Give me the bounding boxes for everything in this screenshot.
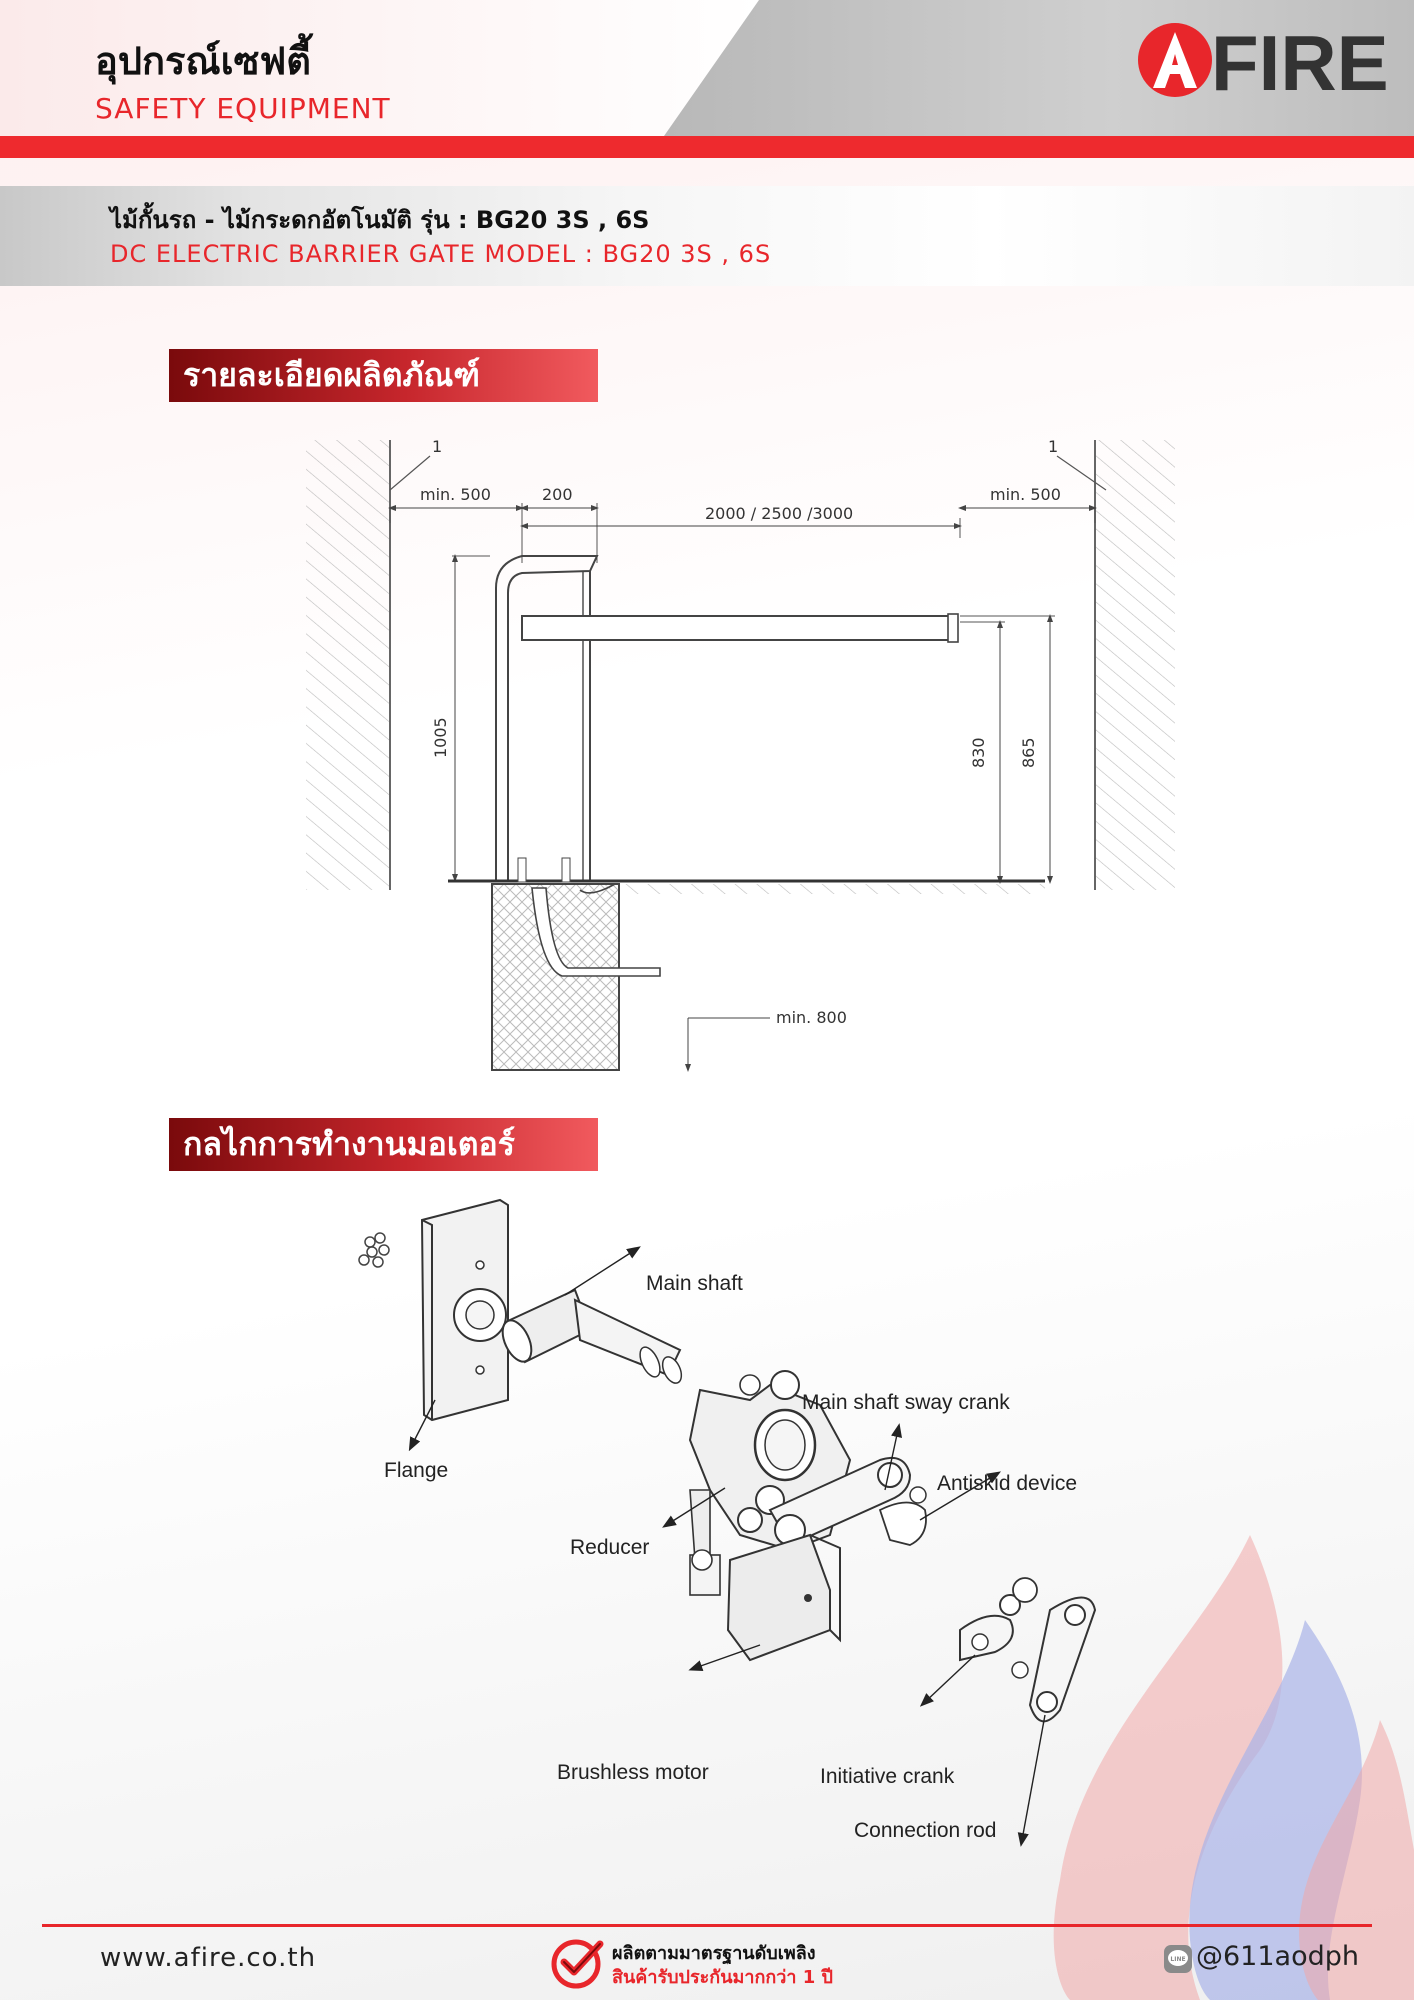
header-left-panel (0, 0, 760, 136)
label-connection-rod: Connection rod (854, 1819, 996, 1842)
label-antiskid: Antiskid device (937, 1472, 1077, 1495)
footer-divider (42, 1924, 1372, 1927)
header-red-bar (0, 136, 1414, 158)
section-tag-mechanism: กลไกการทำงานมอเตอร์ (169, 1118, 598, 1171)
section-tag-details: รายละเอียดผลิตภัณฑ์ (169, 349, 598, 402)
label-flange: Flange (384, 1459, 448, 1482)
check-badge-icon (551, 1939, 604, 1989)
dim-min-right: min. 500 (990, 485, 1061, 504)
dimension-drawing: 1 1 min. 500 200 2000 / 2500 /3000 min. … (306, 437, 1175, 1072)
model-title-english: DC ELECTRIC BARRIER GATE MODEL : BG20 3S… (110, 240, 772, 268)
line-icon-text: LINE (1170, 1956, 1185, 1963)
label-sway-crank: Main shaft sway crank (802, 1391, 1010, 1414)
dim-min-left: min. 500 (420, 485, 491, 504)
footer-standard-line1: ผลิตตามมาตรฐานดับเพลิง (612, 1943, 816, 1964)
label-reducer: Reducer (570, 1536, 649, 1559)
dim-cabinet-width: 200 (542, 485, 573, 504)
line-app-icon: LINE (1164, 1945, 1192, 1973)
dim-foundation: min. 800 (776, 1008, 847, 1027)
dim-cabinet-height: 1005 (431, 717, 450, 758)
dim-top-height: 865 (1019, 737, 1038, 768)
label-motor: Brushless motor (557, 1761, 709, 1784)
header (0, 0, 1414, 136)
dim-boom-height: 830 (969, 737, 988, 768)
page-title-english: SAFETY EQUIPMENT (95, 92, 391, 125)
model-title-thai: ไม้กั้นรถ - ไม้กระดกอัตโนมัติ รุ่น : BG2… (110, 206, 650, 234)
footer-standard-line2: สินค้ารับประกันมากกว่า 1 ปี (612, 1967, 833, 1988)
label-main-shaft: Main shaft (646, 1272, 743, 1295)
afire-logo: FIRE (1138, 20, 1389, 100)
wall-label-left: 1 (432, 437, 442, 456)
footer-line-id[interactable]: @611aodph (1196, 1941, 1359, 1972)
mechanism-drawing: Main shaft Flange Main shaft sway crank … (358, 1198, 1097, 1847)
logo-text: FIRE (1211, 20, 1389, 100)
model-band (0, 186, 1414, 286)
label-initiative-crank: Initiative crank (820, 1765, 955, 1788)
page-title-thai: อุปกรณ์เซฟตี้ (95, 39, 311, 83)
bolt-cluster (358, 1232, 390, 1268)
dim-boom-length: 2000 / 2500 /3000 (705, 504, 853, 523)
header-gray-panel (664, 0, 1414, 136)
wall-label-right: 1 (1048, 437, 1058, 456)
footer-website[interactable]: www.afire.co.th (100, 1943, 317, 1973)
flame-decoration (1053, 1535, 1414, 2000)
